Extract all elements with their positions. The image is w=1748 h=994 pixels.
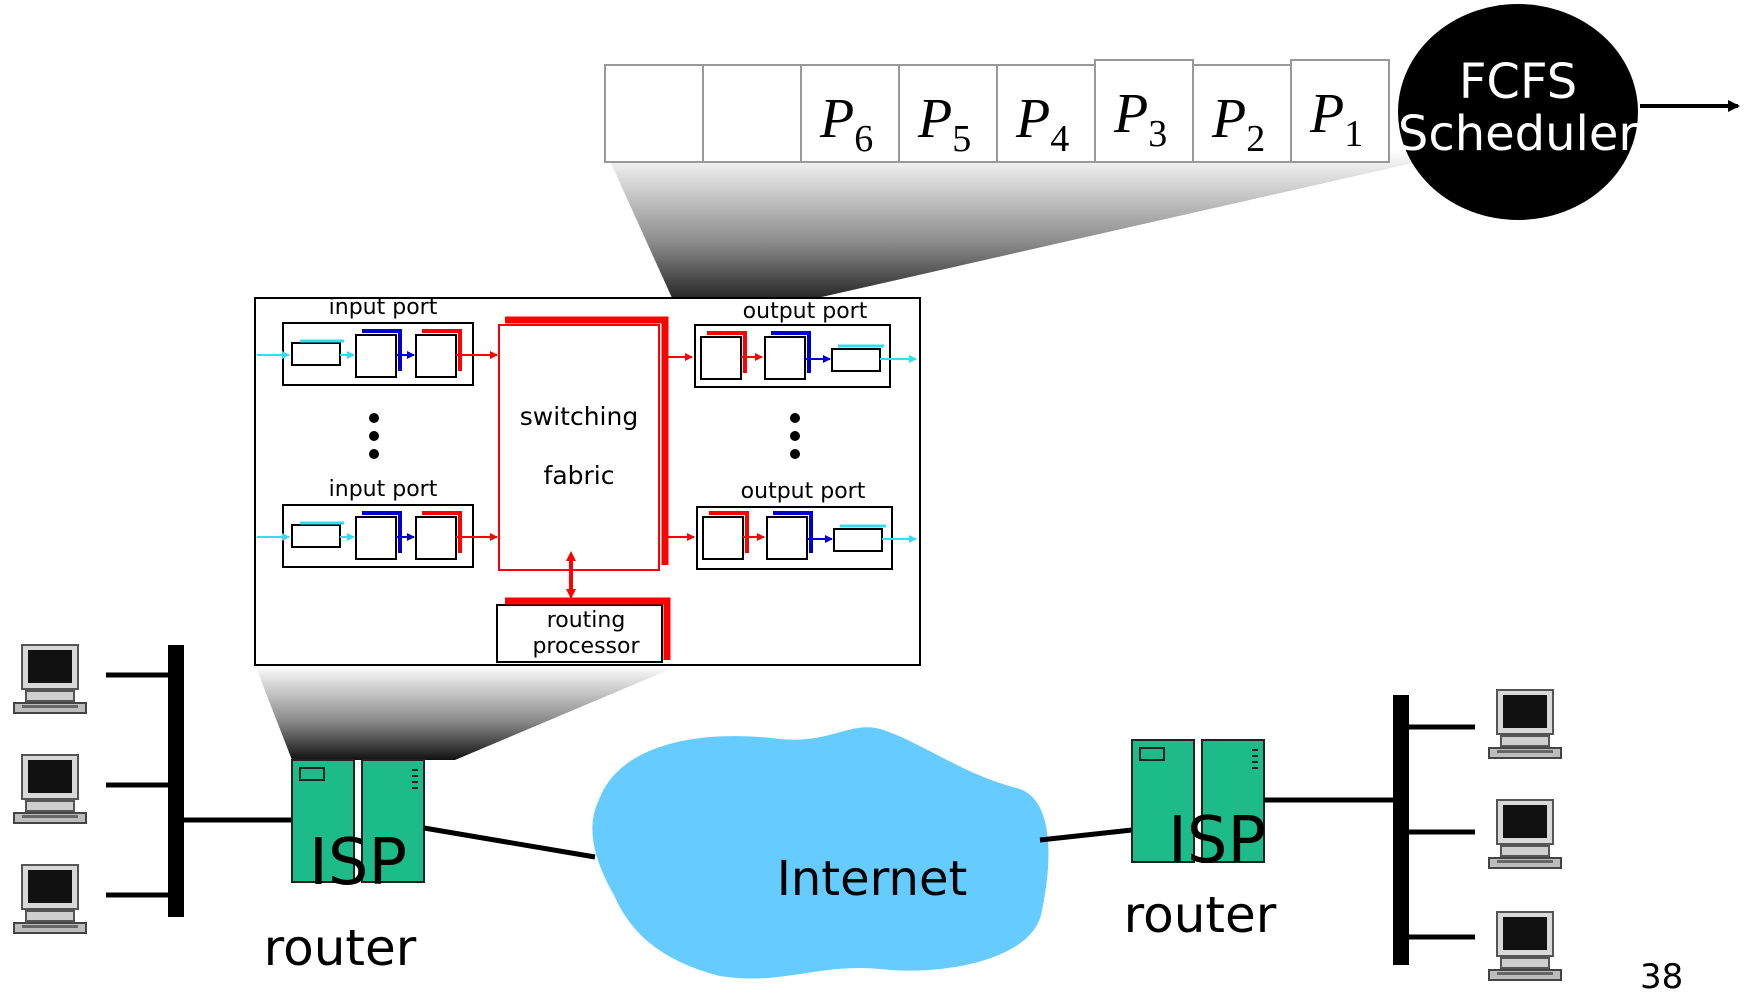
switching-fabric <box>498 324 660 571</box>
queue-slot-8 <box>1290 59 1390 163</box>
output-bottom-queue-blue <box>766 516 808 560</box>
queue-slot-4 <box>898 64 998 163</box>
routing-label-line2: processor <box>532 634 640 659</box>
internet-cloud: Internet <box>592 727 1049 979</box>
output-top-queue-red <box>700 336 742 380</box>
left-router-caption: router <box>264 919 417 977</box>
scheduler-disc <box>1398 4 1638 220</box>
output-bottom-link <box>833 528 883 552</box>
input-top-queue-blue-edge <box>362 329 402 371</box>
routing-label-line1: routing <box>547 608 626 633</box>
computer-icon <box>1488 911 1562 981</box>
input-top-lookup <box>291 342 341 366</box>
packet-label-4: P5 <box>917 88 971 160</box>
output-top-queue-red-edge <box>707 331 747 373</box>
input-port-label-top: input port <box>329 295 438 320</box>
queue-slot-5 <box>996 64 1096 163</box>
computer-icon <box>13 864 87 934</box>
packet-label-5: P4 <box>1015 88 1069 160</box>
zoom-shade-top <box>605 150 1470 320</box>
computer-icon <box>1488 689 1562 759</box>
internet-to-right-router <box>1039 827 1133 843</box>
input-bottom-queue-red-edge <box>422 511 462 553</box>
output-top-queue-blue <box>764 336 806 380</box>
scheduler-label-line2: Scheduler <box>1398 106 1639 162</box>
output-ellipsis-dot-1 <box>790 413 800 423</box>
right-lan <box>1264 689 1562 981</box>
packet-queue: P6 P5 P4 P3 P2 P1 <box>604 59 1390 163</box>
left-isp-router: ISP router <box>264 759 425 977</box>
input-ellipsis-dot-2 <box>369 431 379 441</box>
input-bottom-queue-blue-edge <box>362 511 402 553</box>
left-router-to-internet <box>423 825 596 860</box>
input-port-label-bottom: input port <box>329 477 438 502</box>
queue-slot-3 <box>800 64 900 163</box>
output-bottom-queue-red <box>702 516 744 560</box>
input-ellipsis-dot-1 <box>369 413 379 423</box>
input-top-queue-red-edge <box>422 329 462 371</box>
page-number: 38 <box>1640 957 1683 990</box>
input-bottom-queue-blue <box>355 516 397 560</box>
right-isp-router: ISP router <box>1124 739 1277 944</box>
queue-slot-1 <box>604 64 704 163</box>
fcfs-scheduler: FCFS Scheduler <box>1398 4 1639 220</box>
packet-label-8: P1 <box>1309 83 1363 155</box>
computer-icon <box>13 754 87 824</box>
left-router-badge: ISP <box>309 826 407 900</box>
router-architecture-detail: input port input port switching fabric <box>254 295 921 666</box>
switching-fabric-edge <box>505 316 669 565</box>
routing-processor-edge <box>505 597 671 660</box>
output-bottom-queue-red-edge <box>709 511 749 553</box>
zoom-shade-bottom <box>255 665 680 760</box>
left-lan-bus <box>168 645 184 917</box>
right-router-badge: ISP <box>1168 804 1266 878</box>
routing-processor <box>496 604 663 663</box>
input-top-queue-red <box>415 334 457 378</box>
packet-label-3: P6 <box>819 88 873 160</box>
scheduler-label-line1: FCFS <box>1459 54 1577 110</box>
output-top-link <box>831 348 881 372</box>
computer-icon <box>1488 799 1562 869</box>
fabric-label-line2: fabric <box>544 461 615 490</box>
input-ellipsis-dot-3 <box>369 449 379 459</box>
output-port-label-bottom: output port <box>741 479 866 504</box>
queue-slot-2 <box>702 64 802 163</box>
right-router-caption: router <box>1124 886 1277 944</box>
input-bottom-lookup <box>291 524 341 548</box>
output-ellipsis-dot-2 <box>790 431 800 441</box>
packet-label-6: P3 <box>1113 83 1167 155</box>
left-lan <box>13 644 292 934</box>
cloud-label: Internet <box>777 851 968 907</box>
output-port-label-top: output port <box>743 299 868 324</box>
input-bottom-queue-red <box>415 516 457 560</box>
output-ellipsis-dot-3 <box>790 449 800 459</box>
computer-icon <box>13 644 87 714</box>
packet-label-7: P2 <box>1211 88 1265 160</box>
fabric-label-line1: switching <box>520 402 638 431</box>
queue-slot-7 <box>1192 64 1292 163</box>
input-top-queue-blue <box>355 334 397 378</box>
cloud-shape <box>592 727 1049 979</box>
